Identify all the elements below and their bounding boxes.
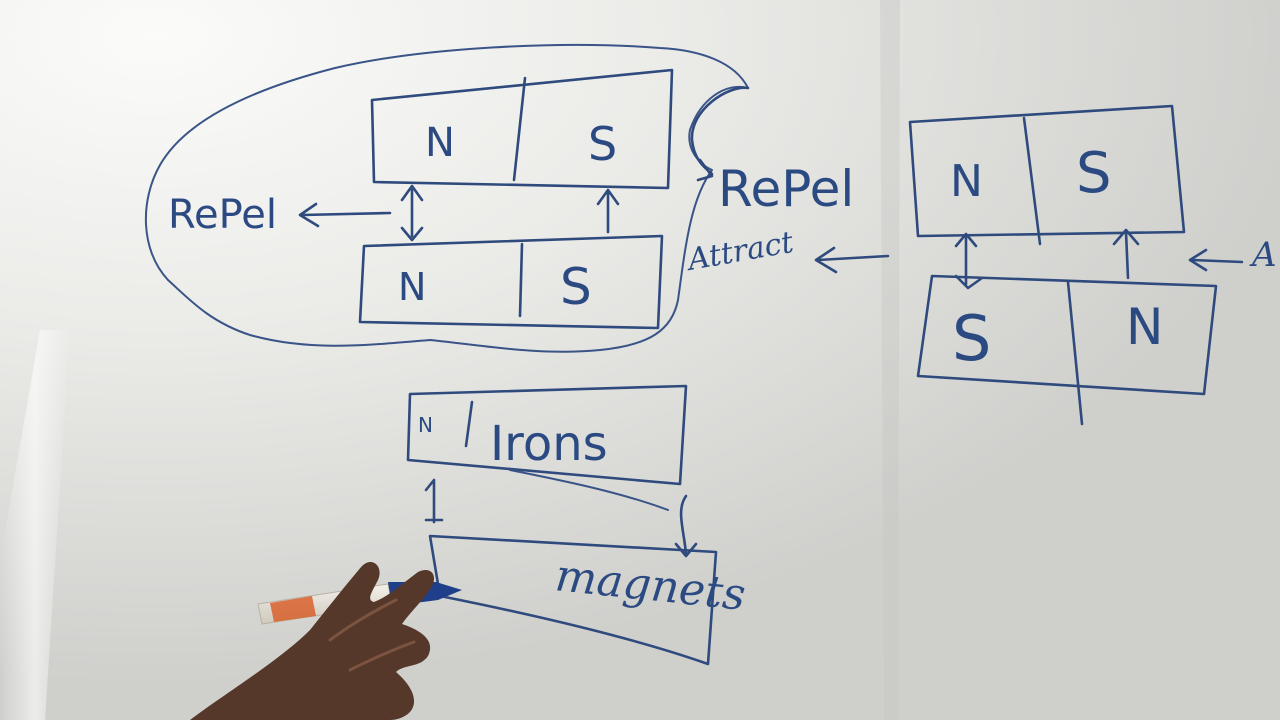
iron-bar-tick-mark [464, 400, 474, 448]
magnet-top-body [370, 68, 674, 190]
right-magnet-bottom-body [916, 274, 1218, 396]
magnet-bottom-divider [518, 242, 524, 318]
right-magnet-top-pole-right: S [1076, 141, 1112, 206]
hand-silhouette [190, 561, 435, 720]
iron-shading-line [509, 469, 669, 511]
repel-diagram-left: N S N S RePel [144, 43, 749, 353]
iron-bar-body [406, 384, 688, 486]
light-reflection [0, 330, 70, 720]
magnet-top-pole-right: S [588, 117, 617, 171]
repel-label-left: RePel [168, 192, 277, 238]
magnet-bottom-pole-right: S [560, 258, 592, 316]
right-magnet-bottom-pole-right: N [1126, 298, 1163, 356]
magnet-bottom-pole-left: N [398, 265, 426, 309]
repel-left-arrow [298, 202, 392, 228]
magnet-top-pole-left: N [425, 120, 455, 166]
right-magnet-top-pole-left: N [950, 156, 983, 207]
enclosing-cloud-outline [144, 43, 749, 353]
iron-label: Irons [490, 416, 608, 472]
attraction-left-mark [424, 478, 444, 524]
magnet-top-divider [512, 76, 527, 182]
right-magnet-top-body [908, 104, 1186, 238]
hand-with-marker [190, 561, 462, 720]
up-arrow-south [596, 188, 620, 234]
right-magnet-bottom-divider [1066, 280, 1084, 426]
iron-pole-label: N [418, 413, 433, 437]
cut-off-label: A [1249, 235, 1277, 275]
attraction-right-arrow [674, 494, 698, 558]
finger-highlight [328, 598, 416, 672]
board-seam [880, 0, 900, 720]
attract-double-arrow-left [954, 232, 984, 290]
attract-left-arrow [814, 246, 890, 274]
magnet-bottom-body [358, 234, 664, 330]
magnet-bar-body [428, 534, 718, 666]
iron-magnet-diagram: N Irons magnets [406, 384, 748, 666]
right-magnet-bottom-pole-left: S [952, 302, 991, 375]
repel-pointer-arrow [690, 86, 750, 182]
right-magnet-top-divider [1022, 116, 1042, 246]
attract-arrow-right [1112, 228, 1140, 280]
incoming-arrow-right-edge [1188, 248, 1244, 272]
repel-label-right: RePel [718, 160, 854, 218]
repel-double-arrow [400, 184, 424, 242]
marker-label-band [270, 596, 316, 622]
